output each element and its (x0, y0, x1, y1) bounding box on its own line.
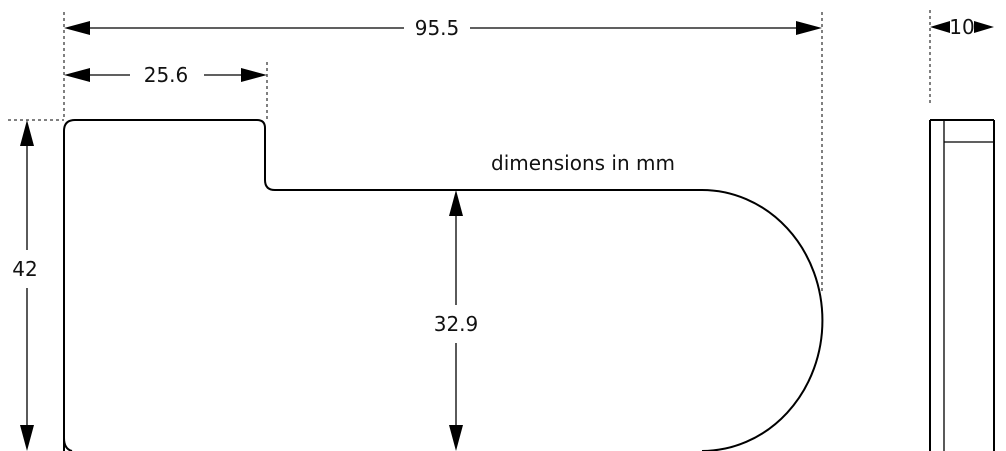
part-outline (63, 119, 824, 451)
dimension-label-tab-width: 25.6 (144, 63, 189, 87)
arrowhead-left (930, 21, 950, 33)
arrowhead-right (796, 21, 822, 35)
arrowhead-right (241, 68, 267, 82)
dimension-body-height: 32.9 (434, 190, 479, 451)
arrowhead-down (20, 425, 34, 451)
dimension-label-thickness: 10 (949, 15, 974, 39)
arrowhead-right (974, 21, 994, 33)
side-view (929, 119, 995, 451)
arrowhead-up (449, 190, 463, 216)
dimension-tab-width: 25.6 (64, 63, 267, 87)
arrowhead-left (64, 68, 90, 82)
dimension-label-overall-length: 95.5 (415, 16, 460, 40)
part-outline-bottom-corner (63, 437, 73, 451)
arrowhead-left (64, 21, 90, 35)
extension-lines (8, 10, 931, 292)
units-note: dimensions in mm (491, 151, 675, 175)
arrowhead-down (449, 425, 463, 451)
dimension-overall-length: 95.5 (64, 16, 822, 40)
arrowhead-up (20, 120, 34, 146)
dimension-overall-height: 42 (12, 120, 38, 451)
dimension-label-body-height: 32.9 (434, 312, 479, 336)
dimension-thickness: 10 (930, 15, 994, 39)
dimension-label-overall-height: 42 (12, 257, 37, 281)
